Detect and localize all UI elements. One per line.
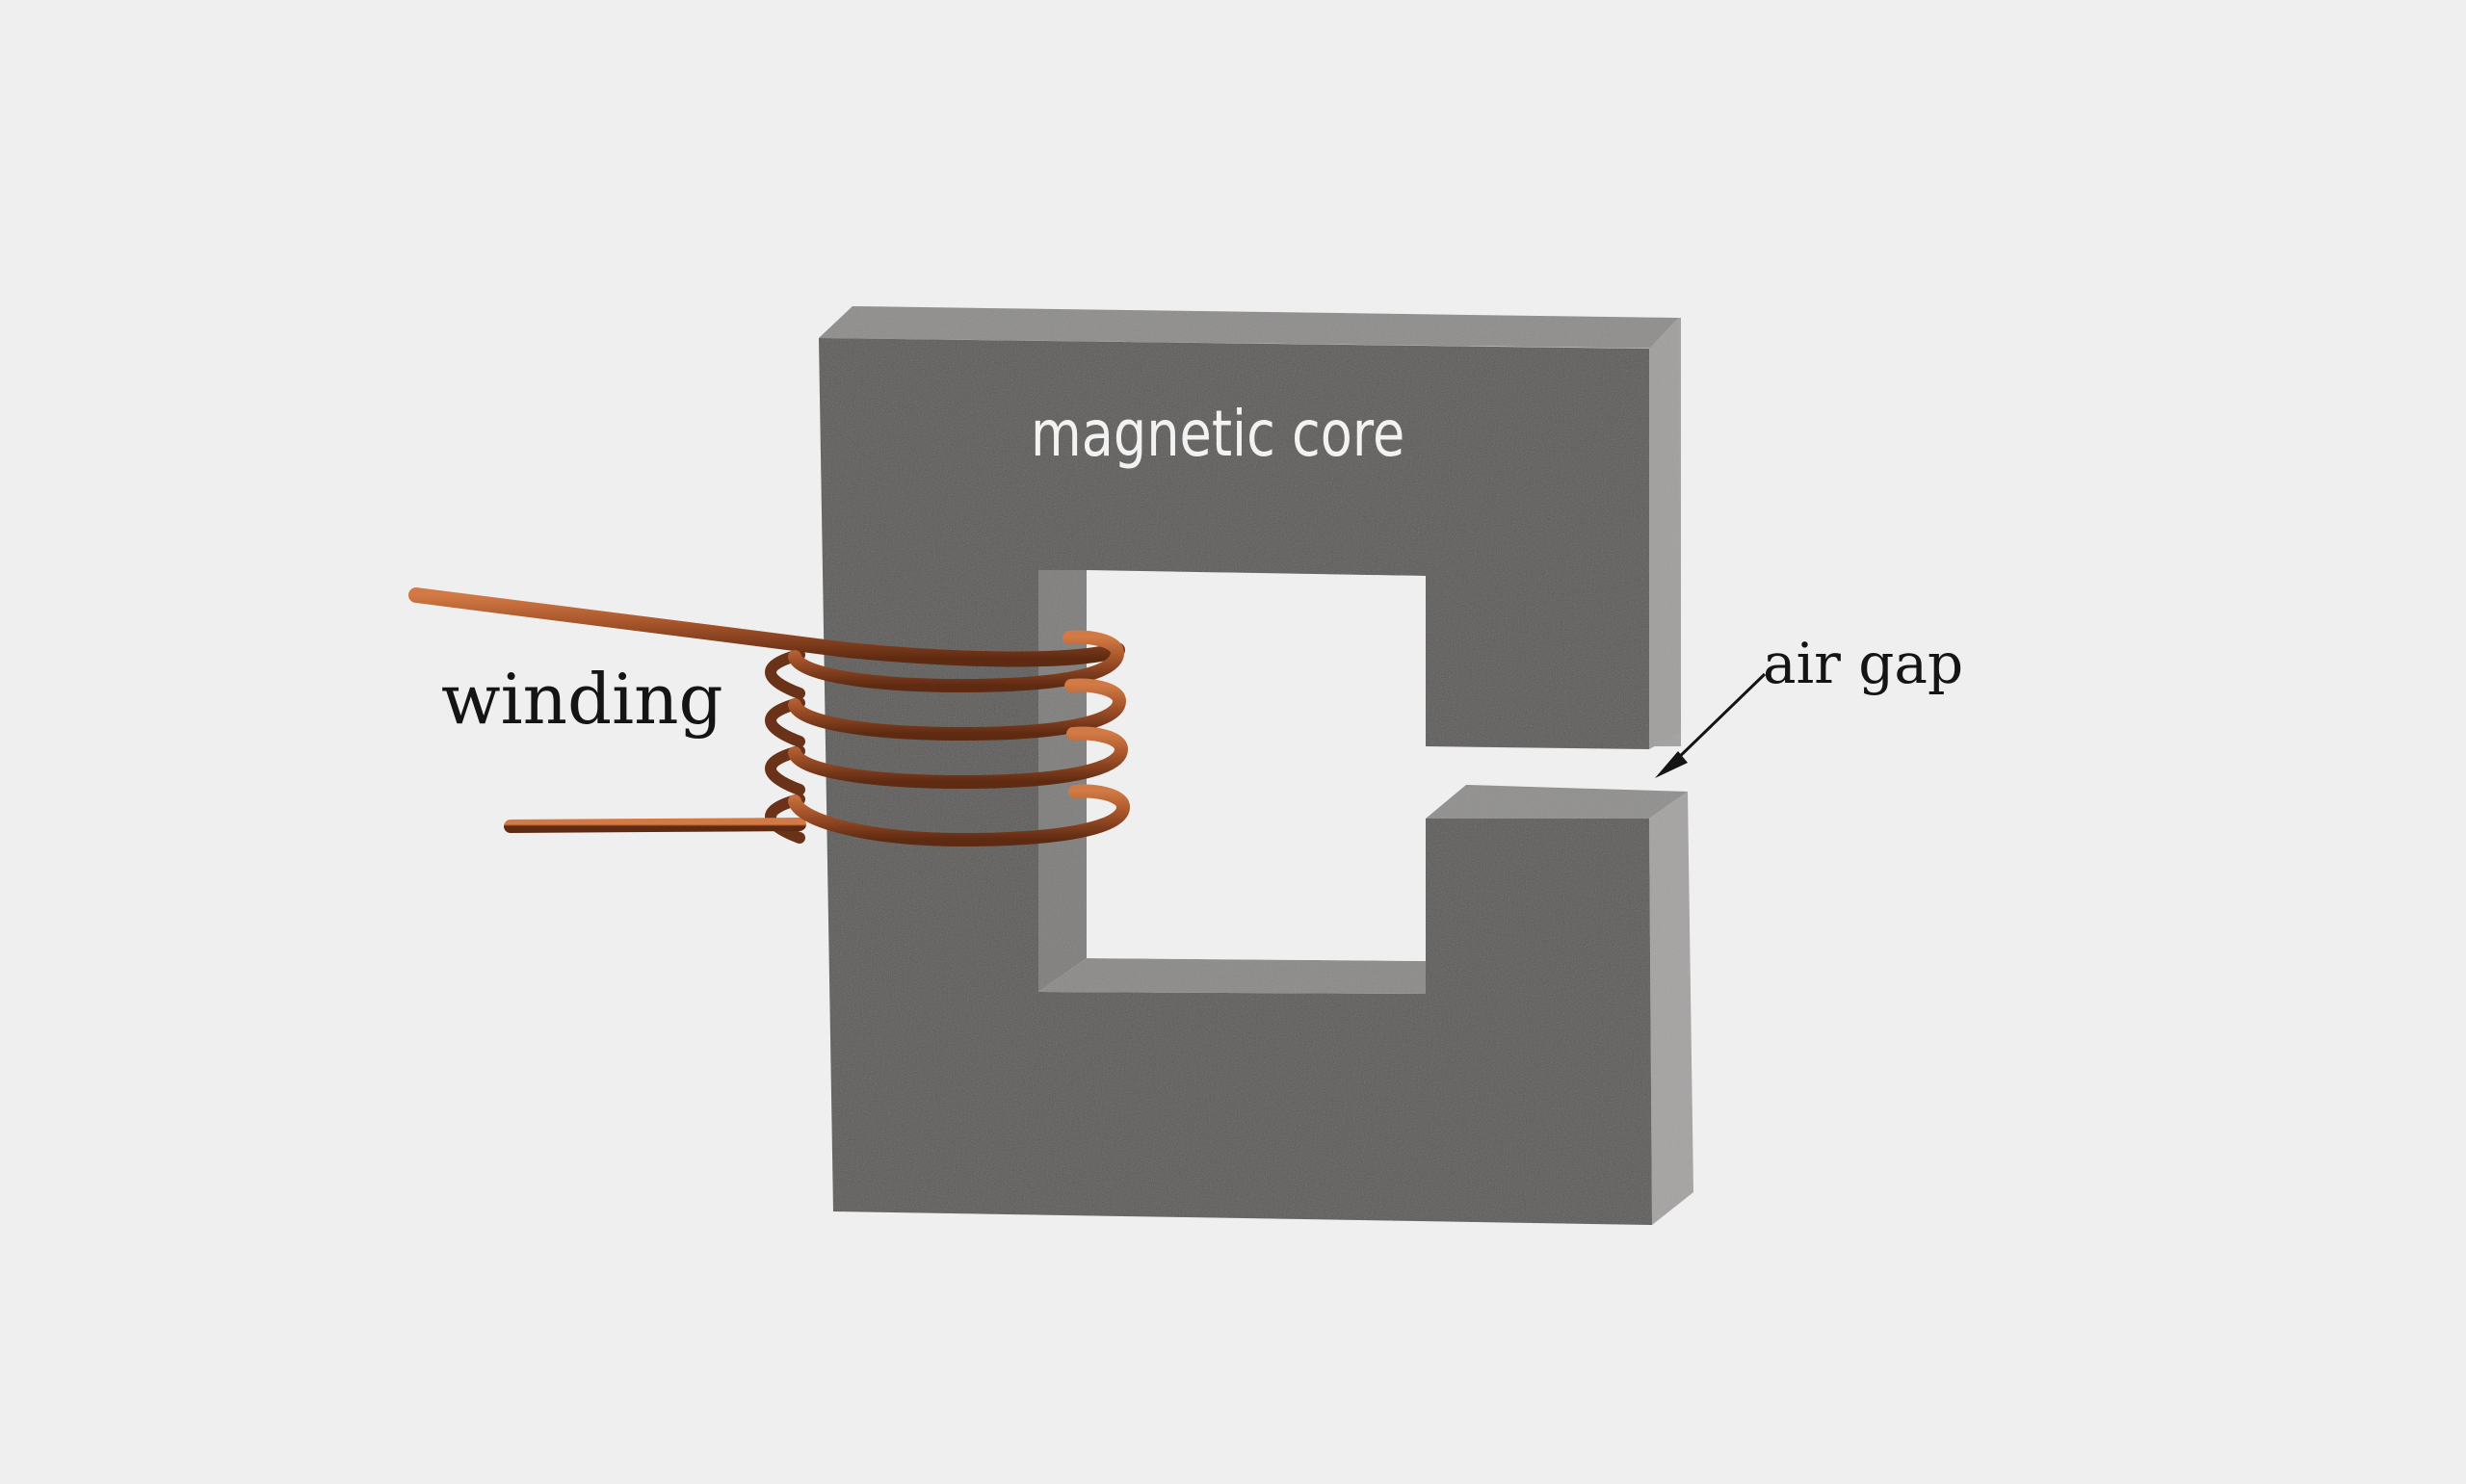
coil-turn-4 (788, 784, 1131, 847)
core-top-face (819, 306, 1678, 349)
coil-turn-1 (788, 630, 1125, 693)
core-label: magnetic core (1031, 397, 1405, 471)
core-lower-arm-top (1426, 785, 1688, 819)
core-window (1087, 570, 1426, 961)
core-inner-bottom-floor (1038, 958, 1426, 994)
lower-lead-wire (504, 818, 806, 833)
air-gap-arrow-line (1669, 672, 1767, 767)
air-gap-label: air gap (1763, 631, 1964, 696)
air-gap-pointer (1655, 672, 1767, 778)
coil-turn-2 (788, 678, 1127, 742)
winding-leads (408, 587, 1125, 833)
upper-lead-wire (408, 587, 1125, 667)
coil-turn-3 (788, 726, 1129, 790)
air-gap-arrowhead (1655, 751, 1688, 778)
core-front-face (819, 338, 1652, 1225)
winding-label: winding (441, 659, 723, 740)
core-right-face-lower (1649, 792, 1693, 1225)
winding-coil (788, 630, 1131, 847)
core-right-face-upper-2 (1649, 318, 1681, 749)
